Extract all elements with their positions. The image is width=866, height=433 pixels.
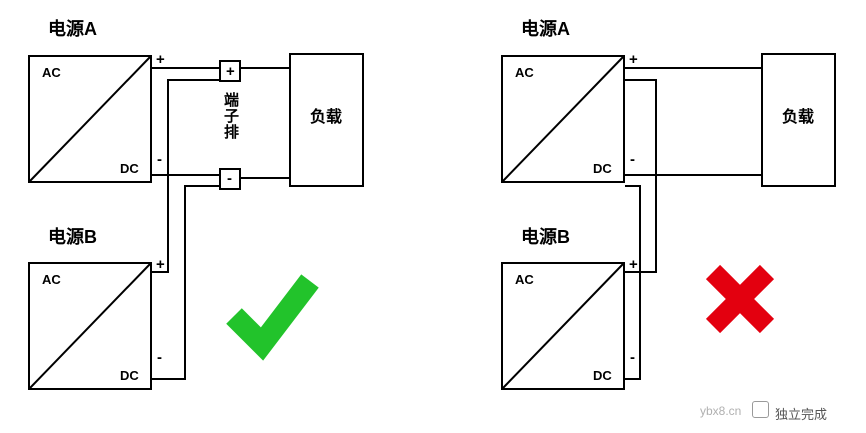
left-wire-b-minus bbox=[152, 185, 219, 380]
right-psu-a-ac-label: AC bbox=[515, 65, 534, 80]
right-psu-b-ac-label: AC bbox=[515, 272, 534, 287]
left-psu-a-dc-label: DC bbox=[120, 161, 139, 176]
left-psu-b-title: 电源B bbox=[48, 227, 97, 247]
right-psu-b-title: 电源B bbox=[521, 227, 570, 247]
left-psu-a-minus: - bbox=[157, 151, 162, 168]
left-psu-a-title: 电源A bbox=[48, 19, 97, 39]
left-psu-b-plus: + bbox=[156, 256, 165, 273]
wrong-cross-icon bbox=[705, 264, 775, 334]
right-psu-b-dc-label: DC bbox=[593, 368, 612, 383]
left-load-label: 负载 bbox=[310, 109, 343, 126]
left-terminal-plus-box bbox=[219, 60, 241, 82]
left-psu-a-plus: + bbox=[156, 51, 165, 68]
left-psu-b-dc-label: DC bbox=[120, 368, 139, 383]
right-load-box bbox=[761, 53, 836, 187]
watermark-text: 独立完成 bbox=[775, 407, 828, 422]
correct-check-icon bbox=[226, 274, 319, 361]
right-psu-a-title: 电源A bbox=[521, 19, 570, 39]
left-terminal-minus-label: - bbox=[227, 170, 232, 187]
right-psu-a-plus: + bbox=[629, 51, 638, 68]
left-psu-b-ac-label: AC bbox=[42, 272, 61, 287]
right-load-label: 负载 bbox=[782, 109, 815, 126]
right-wire-b-plus bbox=[625, 79, 657, 273]
right-psu-b-minus: - bbox=[630, 349, 635, 366]
left-psu-b-minus: - bbox=[157, 349, 162, 366]
right-psu-a-minus: - bbox=[630, 151, 635, 168]
left-terminal-plus-label: + bbox=[226, 63, 235, 80]
watermark-logo-icon bbox=[752, 401, 769, 418]
left-wire-b-plus bbox=[152, 79, 219, 273]
right-psu-b-plus: + bbox=[629, 256, 638, 273]
left-terminal-minus-box bbox=[219, 168, 241, 190]
watermark-site: ybx8.cn bbox=[700, 404, 742, 418]
left-load-box bbox=[289, 53, 364, 187]
left-terminal-block-name: 端子排 bbox=[222, 92, 239, 140]
left-psu-a-ac-label: AC bbox=[42, 65, 61, 80]
right-psu-a-dc-label: DC bbox=[593, 161, 612, 176]
